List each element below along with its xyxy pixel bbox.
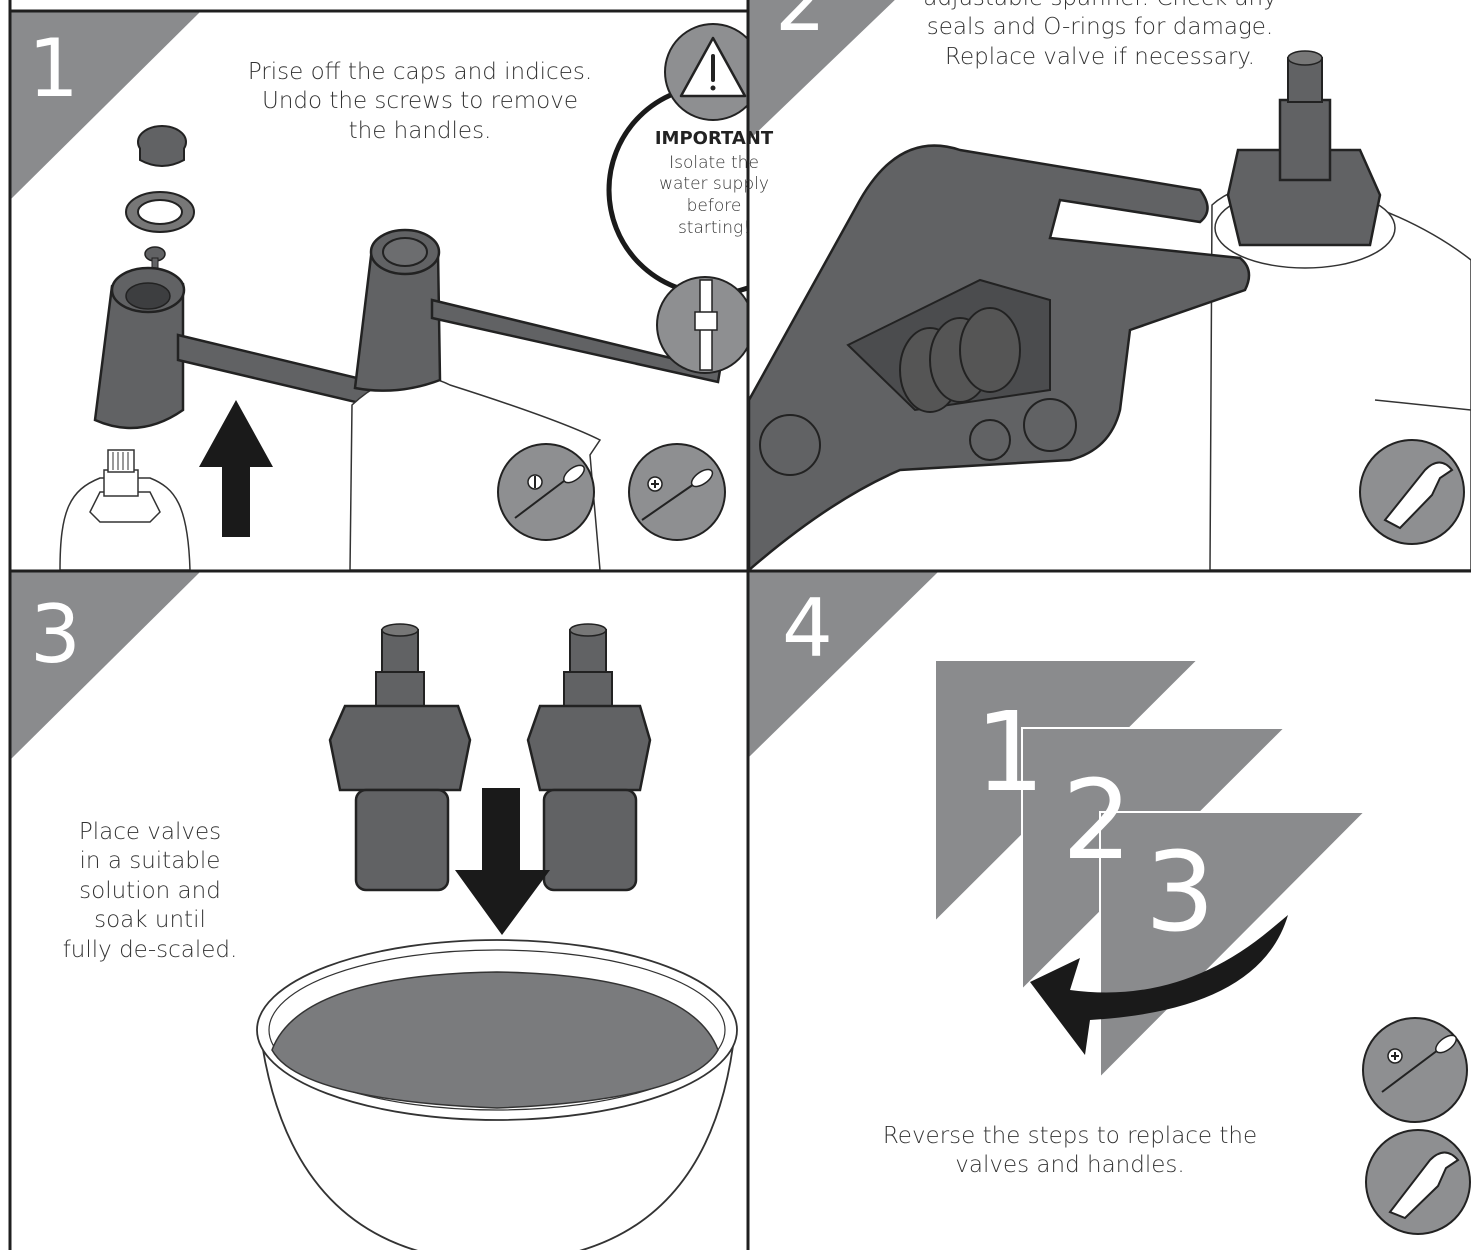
stack-triangle-3 [1100,812,1365,1078]
step-4-number: 4 [782,582,833,675]
bowl-illustration [257,940,737,1250]
flathead-screwdriver-icon [498,444,594,540]
step-3-line-1: Place valves [30,818,270,847]
adjustable-spanner-illustration [749,146,1249,570]
step-3-line-3: solution and [30,877,270,906]
step-1-number: 1 [28,22,79,115]
cap-parts [126,126,194,278]
important-text: IMPORTANT Isolate the water supply befor… [616,128,812,239]
valve-illustration [330,624,470,890]
important-title: IMPORTANT [616,128,812,151]
up-arrow-icon [199,400,273,537]
step-3-line-2: in a suitable [30,847,270,876]
down-arrow-icon [455,788,550,935]
step-2-panel [749,0,1471,570]
valve-illustration [60,450,190,570]
step-1-line-2: Undo the screws to remove [180,87,660,116]
step-1-line-3: the handles. [180,117,660,146]
step-4-corner-badge [749,572,938,757]
step-3-line-5: fully de-scaled. [30,936,270,965]
important-line-1: Isolate the [616,153,812,175]
step-2-line-2: seals and O-rings for damage. [850,13,1350,42]
phillips-screwdriver-icon [1363,1018,1467,1122]
step-4-line-2: valves and handles. [835,1151,1305,1180]
step-1-instructions: Prise off the caps and indices. Undo the… [180,58,660,146]
step-2-line-1: adjustable spanner. Check any [850,0,1350,13]
valve-illustration [1215,51,1395,268]
important-line-2: water supply [616,174,812,196]
stack-number-3: 3 [1145,828,1215,956]
step-2-instructions: adjustable spanner. Check any seals and … [850,0,1350,72]
stack-number-2: 2 [1062,756,1132,884]
important-line-4: starting! [616,218,812,240]
step-2-line-3: Replace valve if necessary. [850,43,1350,72]
step-4-instructions: Reverse the steps to replace the valves … [835,1122,1305,1181]
phillips-screwdriver-icon [629,444,725,540]
adjustable-spanner-icon [1366,1130,1470,1234]
important-line-3: before [616,196,812,218]
step-2-number: 2 [775,0,826,49]
stack-number-1: 1 [975,688,1045,816]
step-3-line-4: soak until [30,906,270,935]
step-1-line-1: Prise off the caps and indices. [180,58,660,87]
step-4-line-1: Reverse the steps to replace the [835,1122,1305,1151]
adjustable-spanner-icon [1360,440,1464,544]
step-3-number: 3 [30,588,81,681]
valve-illustration [528,624,650,890]
step-3-instructions: Place valves in a suitable solution and … [30,818,270,965]
